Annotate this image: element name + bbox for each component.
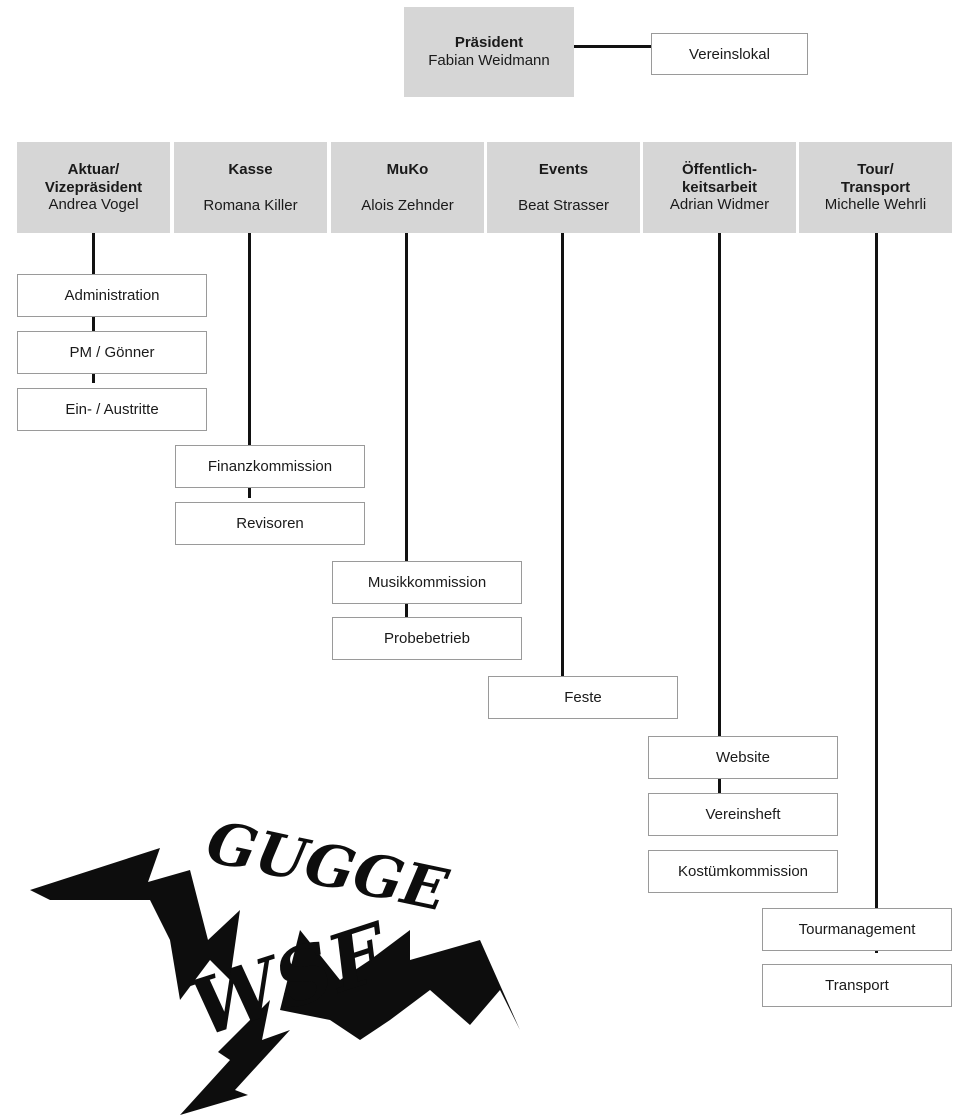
item-kostuemkommission: Kostümkommission — [648, 850, 838, 893]
dept-role-line2: Events — [538, 160, 589, 178]
dept-head-name: Adrian Widmer — [669, 196, 770, 214]
dept-role-line2: keitsarbeit — [681, 178, 758, 196]
gugge-wsf-logo: GUGGE WSF — [30, 808, 520, 1115]
dept-connector-6 — [875, 233, 878, 953]
item-finanzkommission: Finanzkommission — [175, 445, 365, 488]
dept-head-name: Beat Strasser — [518, 196, 609, 214]
item-ein-austritte: Ein- / Austritte — [17, 388, 207, 431]
item-tourmanagement: Tourmanagement — [762, 908, 952, 951]
dept-connector-3 — [405, 233, 408, 628]
item-probebetrieb: Probebetrieb — [332, 617, 522, 660]
item-administration: Administration — [17, 274, 207, 317]
dept-role-line2: Transport — [840, 178, 911, 196]
dept-head-tour: Tour/ Transport Michelle Wehrli — [799, 142, 952, 233]
dept-head-name: Michelle Wehrli — [824, 196, 927, 214]
logo-lightning-bolt — [180, 1000, 290, 1115]
item-revisoren: Revisoren — [175, 502, 365, 545]
item-transport: Transport — [762, 964, 952, 1007]
dept-role-line1: Aktuar/ — [67, 160, 120, 178]
dept-head-name: Andrea Vogel — [48, 196, 139, 214]
item-pm-goenner: PM / Gönner — [17, 331, 207, 374]
dept-head-aktuar: Aktuar/ Vizepräsident Andrea Vogel — [17, 142, 170, 233]
item-website: Website — [648, 736, 838, 779]
dept-role-line2: Kasse — [228, 160, 273, 178]
dept-head-muko: MuKo Alois Zehnder — [331, 142, 484, 233]
dept-connector-2 — [248, 233, 251, 498]
item-feste: Feste — [488, 676, 678, 719]
logo-text-top: GUGGE — [201, 808, 454, 925]
president-box: Präsident Fabian Weidmann — [404, 7, 574, 97]
president-role: Präsident — [454, 34, 524, 52]
item-vereinsheft: Vereinsheft — [648, 793, 838, 836]
dept-head-name: Romana Killer — [203, 196, 298, 214]
dept-role-line1: Öffentlich- — [682, 160, 757, 178]
logo-left-wing — [30, 848, 240, 1000]
item-musikkommission: Musikkommission — [332, 561, 522, 604]
logo-right-wing — [280, 930, 520, 1040]
dept-head-name: Alois Zehnder — [361, 196, 454, 214]
dept-role-line2: MuKo — [386, 160, 429, 178]
dept-head-oeffentlichkeit: Öffentlich- keitsarbeit Adrian Widmer — [643, 142, 796, 233]
dept-role-line1: Tour/ — [857, 160, 894, 178]
president-connector — [574, 45, 652, 48]
dept-head-kasse: Kasse Romana Killer — [174, 142, 327, 233]
dept-role-line2: Vizepräsident — [44, 178, 143, 196]
vereinslokal-box: Vereinslokal — [651, 33, 808, 75]
dept-head-events: Events Beat Strasser — [487, 142, 640, 233]
dept-connector-5 — [718, 233, 721, 828]
president-name: Fabian Weidmann — [428, 52, 550, 69]
dept-connector-4 — [561, 233, 564, 678]
